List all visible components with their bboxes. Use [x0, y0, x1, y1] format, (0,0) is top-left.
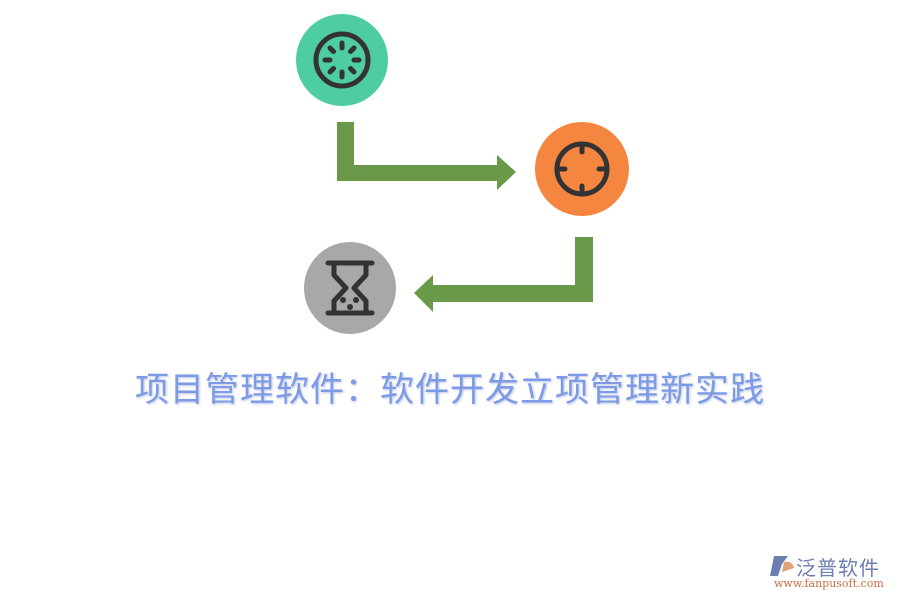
brand-logo: 泛普软件 www.fanpusoft.com [766, 552, 896, 596]
logo-mark-icon [770, 556, 794, 576]
hourglass-icon [325, 260, 375, 316]
loading-spinner-icon [313, 31, 371, 89]
logo-name: 泛普软件 [796, 556, 880, 580]
arrow-step2-to-step3 [414, 237, 593, 312]
arrow-step1-to-step2 [337, 122, 516, 190]
logo-url: www.fanpusoft.com [774, 577, 884, 590]
crosshair-target-icon [554, 141, 610, 197]
step-2-node [535, 122, 629, 216]
step-3-node [304, 242, 396, 334]
diagram-title: 项目管理软件：软件开发立项管理新实践 [135, 370, 765, 410]
step-1-node [296, 14, 388, 106]
